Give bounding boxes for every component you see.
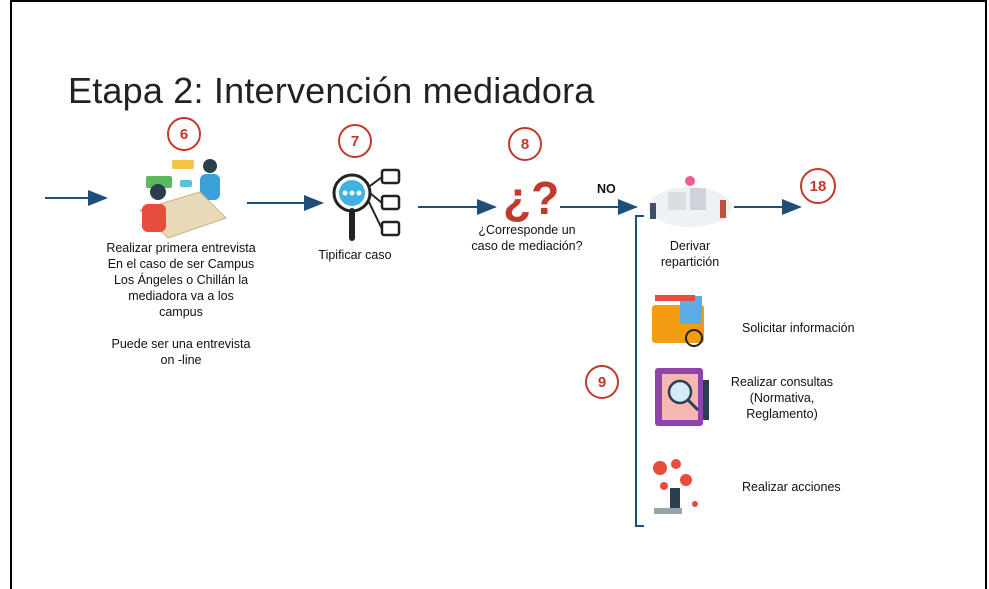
gears-illustration — [653, 459, 698, 514]
step-9-badge: 9 — [585, 365, 619, 399]
option-consultas: Realizar consultas (Normativa, Reglament… — [730, 375, 834, 421]
question-icon: ¿? — [503, 172, 559, 224]
derivar-text: Derivar repartición — [660, 239, 720, 269]
step-7-text: Tipificar caso — [318, 248, 392, 262]
slide-title: Etapa 2: Intervención mediadora — [68, 70, 595, 111]
step-8-badge: 8 — [508, 127, 542, 161]
document-search-illustration — [655, 368, 709, 426]
step-7-badge: 7 — [338, 124, 372, 158]
step-18-badge: 18 — [800, 168, 836, 204]
step-8-text: ¿Corresponde un caso de mediación? — [471, 223, 583, 253]
option-acciones: Realizar acciones — [742, 480, 841, 494]
interview-illustration — [139, 159, 227, 239]
slide-frame — [10, 0, 987, 589]
magnifier-list-illustration — [332, 168, 401, 241]
no-label: NO — [597, 182, 616, 196]
option-solicitar: Solicitar información — [742, 321, 855, 335]
step-6-text: Realizar primera entrevista En el caso d… — [106, 241, 256, 367]
derivar-illustration — [648, 176, 732, 227]
options-bracket — [635, 215, 644, 527]
step-6-badge: 6 — [167, 117, 201, 151]
folder-illustration — [652, 295, 704, 347]
